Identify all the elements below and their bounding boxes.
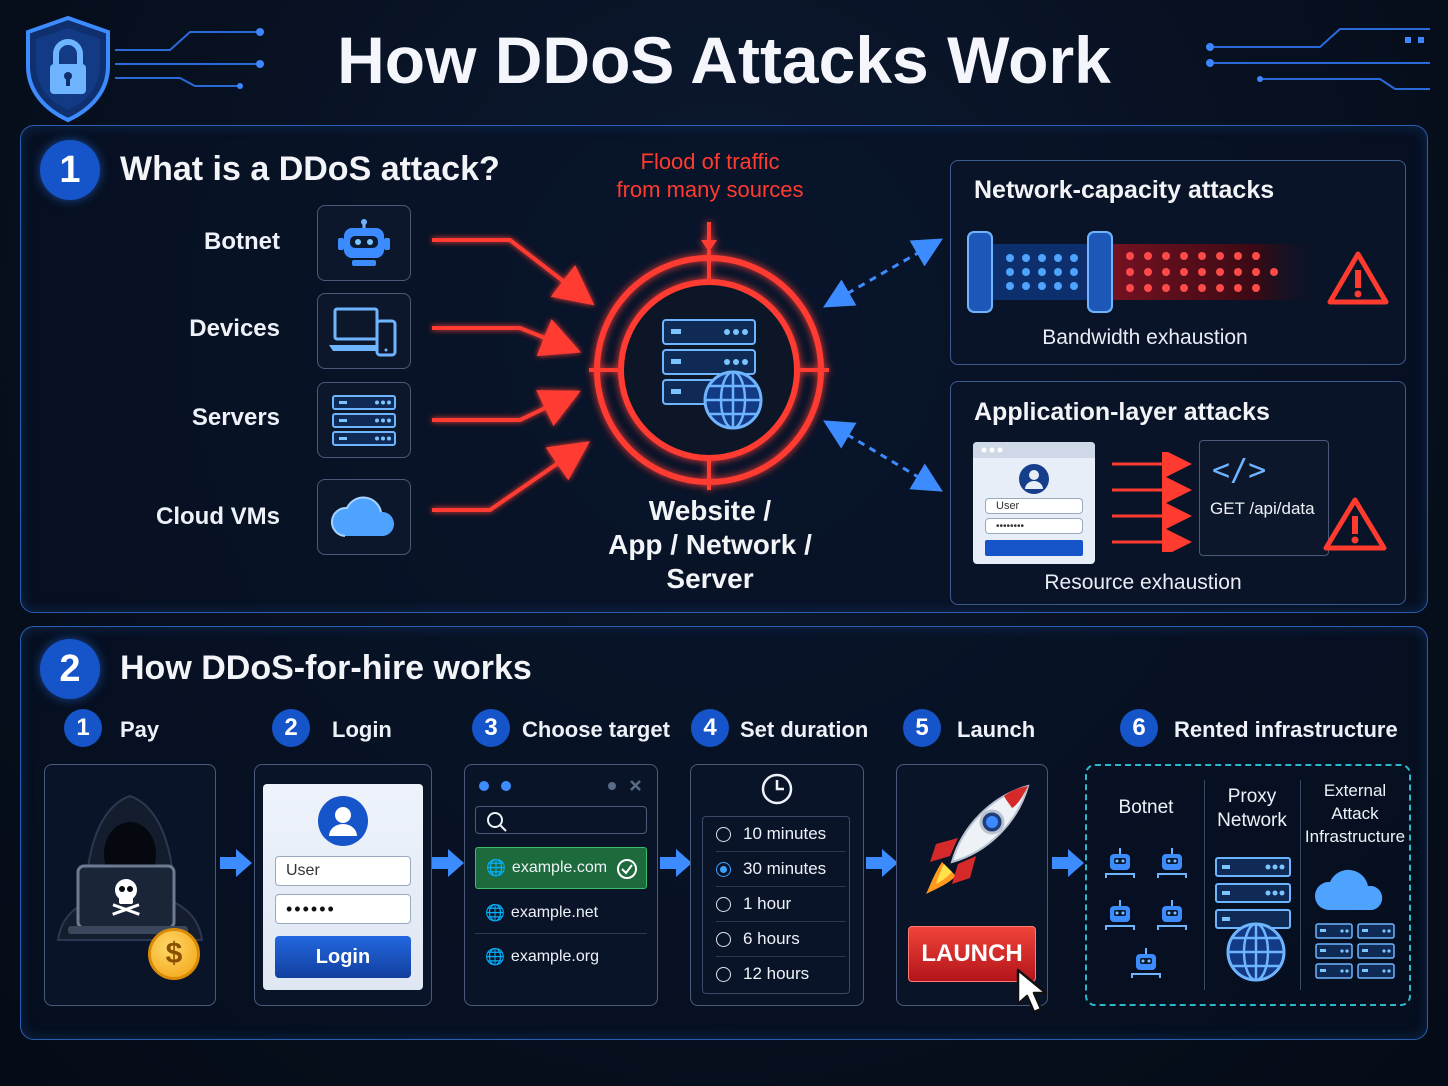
source-label-servers: Servers: [191, 404, 280, 431]
step-4-number: 4: [691, 709, 729, 747]
app-login-window: User ••••••••: [973, 442, 1095, 564]
step-2-number: 2: [272, 709, 310, 747]
globe-icon: 🌐: [486, 860, 506, 877]
server-rack-icon: [332, 395, 396, 446]
app-window-dots: [981, 447, 1003, 453]
network-capacity-caption: Bandwidth exhaustion: [1042, 326, 1248, 349]
step-5-number: 5: [903, 709, 941, 747]
step-6-label: Rented infrastructure: [1174, 717, 1398, 742]
header-circuit-left: [115, 28, 264, 89]
request-arrows: [1112, 452, 1192, 552]
section2-number: 2: [40, 639, 100, 699]
warning-icon-app: [1323, 497, 1387, 551]
source-label-devices: Devices: [189, 315, 280, 342]
server-globe-icon: [662, 319, 763, 430]
code-icon: </>: [1212, 453, 1267, 488]
duration-list: [702, 816, 850, 994]
duration-option[interactable]: 1 hour: [716, 887, 846, 922]
dollar-coin-icon: $: [148, 928, 200, 980]
source-botnet: [317, 205, 411, 281]
header-circuit-right: [1206, 28, 1430, 90]
login-user-field[interactable]: User: [275, 856, 411, 886]
step-2-label: Login: [332, 717, 392, 742]
duration-option[interactable]: 12 hours: [716, 957, 846, 991]
duration-option-selected[interactable]: 30 minutes: [716, 852, 846, 887]
warning-icon: [1327, 251, 1389, 305]
browser-controls: [479, 780, 641, 791]
rented-infrastructure-box: [1085, 764, 1411, 1006]
cloud-icon: [330, 496, 395, 537]
duration-option[interactable]: 10 minutes: [716, 817, 846, 852]
close-icon: [630, 780, 641, 791]
app-user-field: User: [985, 498, 1083, 514]
step-3-label: Choose target: [522, 717, 670, 742]
dashed-connectors: [822, 238, 944, 492]
section1-title: What is a DDoS attack?: [120, 150, 500, 188]
bandwidth-pipe-icon: [967, 231, 1389, 313]
skull-icon: [112, 879, 140, 916]
source-servers: [317, 382, 411, 458]
user-avatar-icon: [318, 796, 368, 846]
search-icon: [487, 812, 507, 832]
globe-icon: 🌐: [485, 949, 505, 966]
infra-divider: [1204, 780, 1205, 990]
app-submit-bar: [985, 540, 1083, 556]
source-label-cloud-vms: Cloud VMs: [156, 503, 280, 530]
section1-number: 1: [40, 140, 100, 200]
application-layer-title: Application-layer attacks: [974, 398, 1270, 426]
lock-shield-icon: [26, 15, 110, 123]
login-button[interactable]: Login: [275, 936, 411, 978]
rocket-icon: [926, 784, 1030, 894]
api-request-box: </> GET /api/data: [1199, 440, 1329, 556]
launch-button[interactable]: LAUNCH: [908, 926, 1036, 982]
clock-icon: [761, 773, 793, 805]
botnet-robots-icon: [1105, 847, 1187, 979]
network-capacity-title: Network-capacity attacks: [974, 176, 1275, 204]
step-1-label: Pay: [120, 717, 160, 742]
api-request-text: GET /api/data: [1210, 499, 1315, 518]
application-layer-caption: Resource exhaustion: [1044, 571, 1242, 594]
source-cloud-vms: [317, 479, 411, 555]
step-1-number: 1: [64, 709, 102, 747]
check-circle-icon: [617, 859, 637, 879]
flood-label: Flood of traffic from many sources: [616, 149, 804, 202]
infra-external-attack-label: External Attack Infrastructure: [1304, 781, 1406, 846]
step-4-label: Set duration: [740, 717, 869, 742]
laptop-phone-icon: [329, 307, 397, 357]
target-option[interactable]: 🌐 example.net: [475, 892, 647, 934]
step-arrows: [220, 849, 1084, 877]
section2-title: How DDoS-for-hire works: [120, 649, 532, 687]
infra-proxy-network-label: Proxy Network: [1217, 786, 1287, 831]
app-password-field: ••••••••: [985, 518, 1083, 534]
cursor-icon: [1016, 968, 1048, 1014]
page-title: How DDoS Attacks Work: [337, 23, 1111, 97]
globe-icon: 🌐: [485, 904, 505, 922]
infra-divider: [1300, 780, 1301, 990]
user-avatar-icon: [1019, 464, 1049, 494]
target-search-input[interactable]: [475, 806, 647, 834]
step-3-number: 3: [472, 709, 510, 747]
flood-arrows: [432, 238, 595, 512]
robot-icon: [338, 219, 390, 266]
source-devices: [317, 293, 411, 369]
proxy-network-icon: [1215, 857, 1291, 982]
target-label: Website / App / Network / Server: [608, 495, 812, 594]
login-password-field[interactable]: ••••••: [275, 894, 411, 924]
target-option[interactable]: 🌐 example.org: [485, 948, 599, 966]
step-set-duration-card: [690, 764, 864, 1006]
step-5-label: Launch: [957, 717, 1036, 742]
target-option-selected[interactable]: 🌐 example.com: [475, 847, 647, 889]
target-crosshair: [589, 222, 829, 490]
step-6-number: 6: [1120, 709, 1158, 747]
source-label-botnet: Botnet: [204, 228, 280, 255]
external-infrastructure-icon: [1314, 869, 1395, 979]
infra-botnet-label: Botnet: [1118, 797, 1174, 818]
duration-option[interactable]: 6 hours: [716, 922, 846, 957]
